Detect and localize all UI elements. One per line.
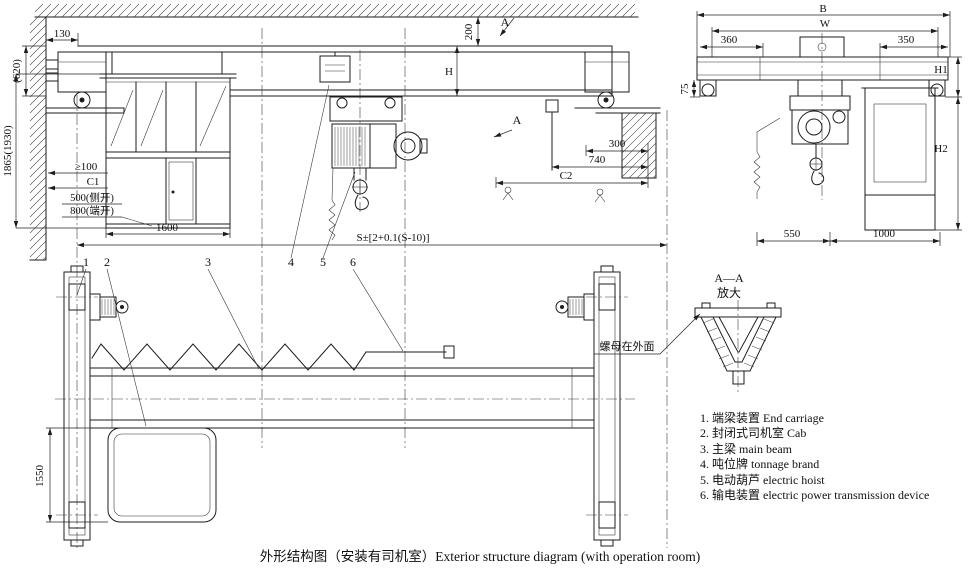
dim-1865: 1865(1930) xyxy=(2,125,14,177)
dim-1600: 1600 xyxy=(156,222,179,234)
legend: 1. 端梁装置 End carriage 2. 封闭式司机室 Cab 3. 主梁… xyxy=(700,410,929,502)
bridge-girder xyxy=(77,45,613,97)
pendant-cable-side xyxy=(753,117,781,199)
nut-left xyxy=(701,302,711,309)
dim-1550: 1550 xyxy=(34,465,46,488)
drawing-caption: 外形结构图（安装有司机室）Exterior structure diagram … xyxy=(260,548,701,564)
dim-c1: C1 xyxy=(87,176,100,188)
detail-scale-note: 放大 xyxy=(717,285,741,300)
end-wheel-left xyxy=(699,79,717,97)
dim-span: S±[2+0.1(S-10)] xyxy=(356,232,429,244)
dim-350: 350 xyxy=(898,34,915,46)
end-beam-right xyxy=(586,265,628,547)
dim-200: 200 xyxy=(463,23,475,40)
section-a-label-mid: A xyxy=(513,113,522,127)
tonnage-plate xyxy=(319,51,351,83)
dim-75: 75 xyxy=(679,83,691,95)
pendant-cable xyxy=(328,167,336,241)
conductor-post xyxy=(545,99,559,171)
dim-620: (620) xyxy=(11,59,23,83)
callout-4: 4 xyxy=(288,255,294,269)
front-view: A A xyxy=(29,3,661,261)
callout-1: 1 xyxy=(83,255,89,269)
nut-right xyxy=(766,302,776,309)
end-carriage-right xyxy=(584,51,630,109)
legend-item-3: 3. 主梁 main beam xyxy=(700,441,793,456)
dim-h: H xyxy=(445,66,453,78)
dim-h2: H2 xyxy=(934,143,947,155)
dim-500-side: 500(侧开) xyxy=(70,191,114,204)
callout-2: 2 xyxy=(104,255,110,269)
nut-note-label: 螺母在外面 xyxy=(600,340,655,353)
callout-6: 6 xyxy=(350,255,356,269)
legend-item-6: 6. 输电装置 electric power transmission devi… xyxy=(700,487,929,502)
span-beam xyxy=(696,56,949,81)
dim-ge100: ≥100 xyxy=(75,161,98,173)
legend-item-2: 2. 封闭式司机室 Cab xyxy=(700,425,806,440)
dim-800-end: 800(端开) xyxy=(70,204,114,217)
callouts: 1 2 3 4 5 6 xyxy=(76,84,404,427)
festoon-cable xyxy=(91,343,455,371)
dim-b: B xyxy=(819,3,826,15)
clamp-symbol-left xyxy=(502,186,514,201)
clamp-symbol-right xyxy=(594,188,606,203)
dim-c2: C2 xyxy=(560,170,573,182)
runway-corbel-right xyxy=(621,112,657,179)
section-a-label-top: A xyxy=(501,15,510,29)
runway-rail-left xyxy=(45,107,125,114)
end-carriage-left xyxy=(57,51,107,109)
dim-300: 300 xyxy=(609,138,626,150)
cab xyxy=(99,51,237,229)
legend-item-4: 4. 吨位牌 tonnage brand xyxy=(700,456,819,471)
side-view xyxy=(696,33,949,231)
legend-item-1: 1. 端梁装置 End carriage xyxy=(700,410,824,425)
drive-unit-right xyxy=(555,293,595,321)
cab-side xyxy=(861,87,939,231)
wall-buffer xyxy=(45,59,59,82)
dimensions: 130 (620) 1865(1930) ≥100 C1 500(侧开) 800… xyxy=(2,3,962,523)
section-marker-a-mid: A xyxy=(493,113,522,138)
ceiling-hatch xyxy=(34,3,636,18)
dim-1000: 1000 xyxy=(873,228,896,240)
dimension-arrowheads xyxy=(13,12,961,522)
dim-h1: H1 xyxy=(934,64,947,76)
electric-hoist xyxy=(329,96,428,169)
end-beam-left xyxy=(56,265,98,547)
dim-360: 360 xyxy=(721,34,738,46)
main-girder-plan xyxy=(89,367,595,429)
section-detail-view: A—A 放大 螺母在外面 xyxy=(594,271,782,392)
callout-5: 5 xyxy=(320,255,326,269)
drive-unit-left xyxy=(89,293,129,321)
callout-3: 3 xyxy=(205,255,211,269)
cab-plan xyxy=(107,427,217,523)
detail-title: A—A xyxy=(714,271,744,285)
dim-550: 550 xyxy=(784,228,801,240)
legend-item-5: 5. 电动葫芦 electric hoist xyxy=(700,473,825,487)
left-wall-hatch xyxy=(29,16,47,261)
hook-side xyxy=(809,143,825,186)
dim-130: 130 xyxy=(54,28,71,40)
plan-view xyxy=(55,28,668,548)
hoist-side xyxy=(789,79,851,145)
detail-leader-note: 螺母在外面 xyxy=(594,313,701,355)
runway-rail-right xyxy=(574,107,661,114)
dim-w: W xyxy=(820,18,831,30)
dim-740: 740 xyxy=(589,154,606,166)
